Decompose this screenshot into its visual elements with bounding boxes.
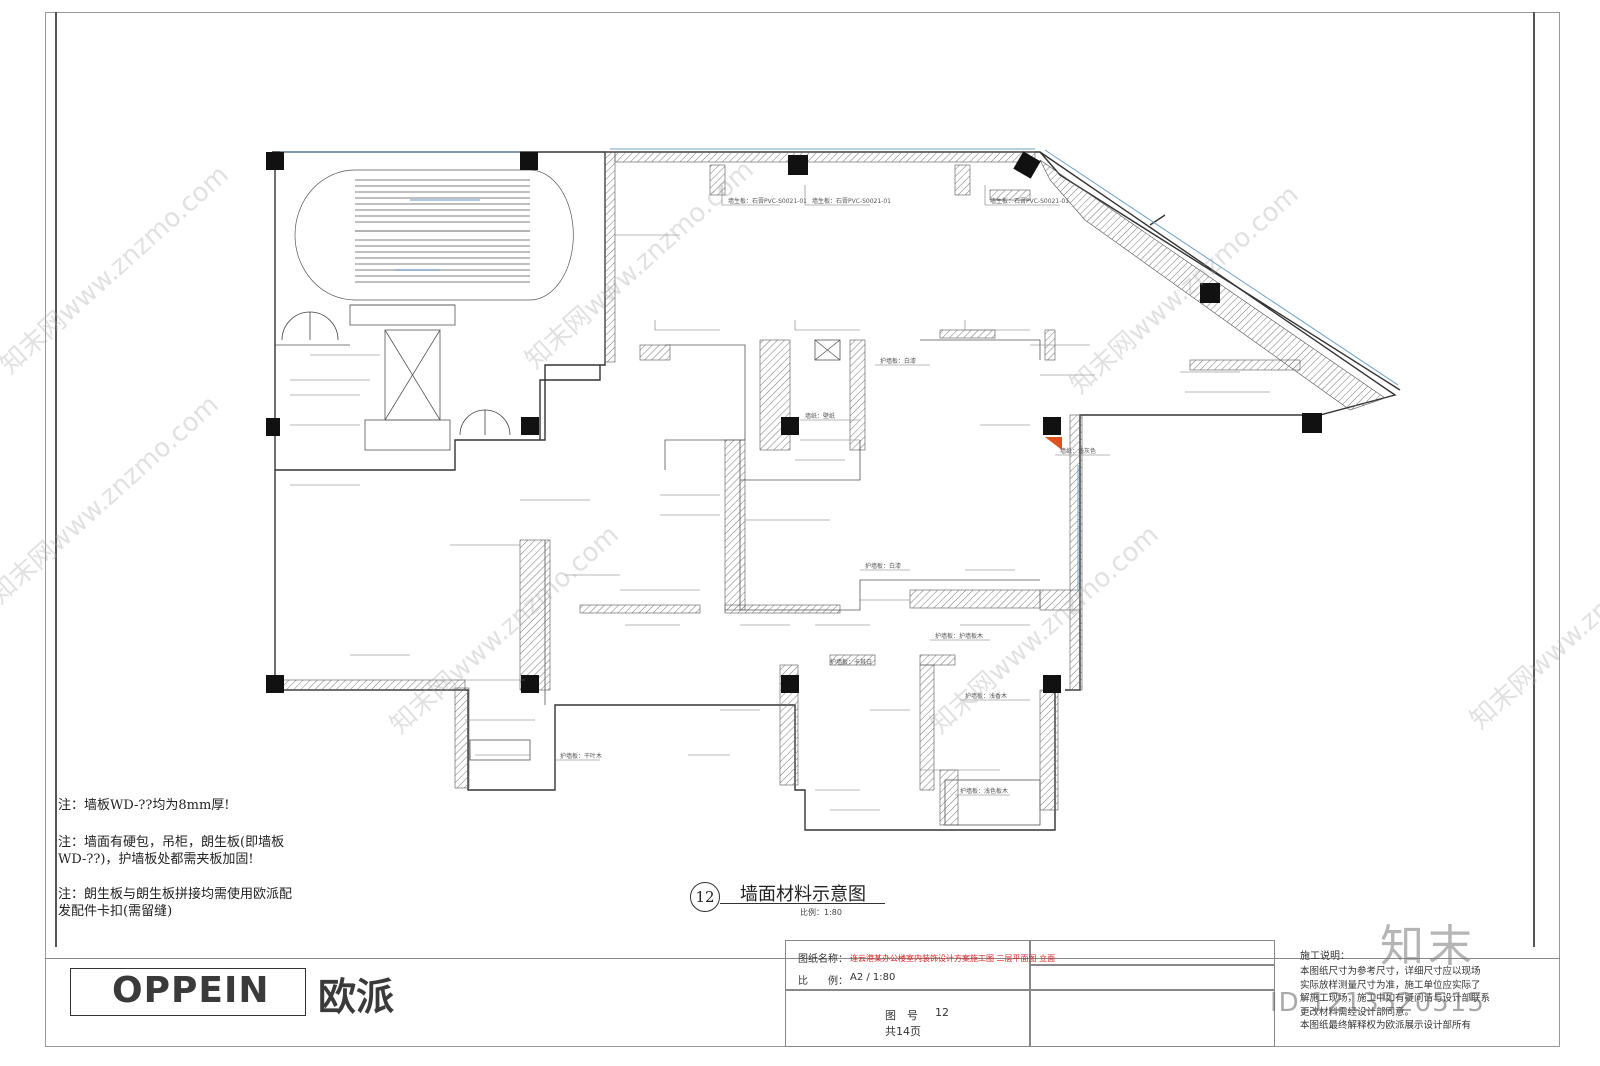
plan-label-3: 墙生板：石膏PVC-S0021-01 — [990, 197, 1069, 205]
drawing-number-circle: 12 — [690, 882, 720, 912]
annotation-texts: 墙生板：石膏PVC-S0021-01 墙生板：石膏PVC-S0021-01 墙生… — [560, 197, 1096, 795]
plan-label-12: 墙纸：浅灰色 — [1060, 447, 1096, 455]
plan-label-6: 护墙板：卡其白 — [830, 658, 872, 666]
watermark-url-7: 知末网www.znzmo.com — [1465, 515, 1600, 735]
plan-label-9: 护墙板：干叶木 — [560, 752, 602, 760]
drawing-scale: 比例：1:80 — [800, 908, 842, 917]
plan-label-11: 墙纸：壁纸 — [805, 412, 835, 420]
sheet-value: 12 — [935, 1006, 949, 1019]
title-bar — [45, 958, 1560, 1047]
structural-columns — [266, 151, 1322, 693]
note-5: 发配件卡扣(需留缝) — [58, 904, 173, 919]
oppein-logo: OPPEIN — [112, 970, 270, 1011]
watermark-url-4: 知末网www.znzmo.com — [0, 390, 225, 610]
doors — [281, 311, 511, 436]
title-underline — [720, 903, 885, 904]
scale-label: 比 例： — [798, 976, 848, 987]
spec-line: 更改材料需经设计部同意。 — [1300, 1006, 1415, 1018]
spec-line: 解施工现场，施工中如有疑问请与设计部联系 — [1300, 993, 1491, 1004]
plan-label-5: 护墙板：白漆 — [865, 562, 901, 570]
plan-label-8: 护墙板：浅香木 — [965, 692, 1007, 700]
name-label: 图纸名称： — [798, 954, 848, 965]
glazing — [280, 148, 1399, 590]
plan-label-4: 护墙板：白漆 — [880, 357, 916, 365]
brand-watermark: 知末 — [1380, 921, 1476, 972]
name-cell — [785, 940, 1030, 990]
name-value: 连云港某办公楼室内装饰设计方案施工图 二层平面图 立面 — [850, 954, 1056, 963]
watermark-group: 知末网www.znzmo.com 知末网www.znzmo.com 知末网www… — [0, 155, 1600, 740]
spec-title: 施工说明： — [1300, 951, 1350, 962]
note-1: 注：墙板WD-??均为8mm厚! — [58, 798, 230, 813]
plan-label-10: 护墙板：浅色板木 — [960, 787, 1008, 795]
oppein-logo-cn: 欧派 — [318, 974, 395, 1019]
leader-lines — [290, 185, 1270, 811]
plan-label-1: 墙生板：石膏PVC-S0021-01 — [728, 197, 807, 205]
plan-label-2: 墙生板：石膏PVC-S0021-01 — [812, 197, 891, 205]
spec-line: 本图纸最终解释权为欧派展示设计部所有 — [1300, 1020, 1472, 1031]
watermark-url-1: 知末网www.znzmo.com — [0, 160, 235, 380]
note-4: 注：朗生板与朗生板拼接均需使用欧派配 — [58, 887, 293, 902]
note-2: 注：墙面有硬包，吊柜，朗生板(即墙板 — [58, 835, 285, 850]
drawing-inner-frame — [55, 12, 1535, 947]
plan-label-7: 护墙板：护墙板木 — [935, 632, 983, 640]
watermark-url-2: 知末网www.znzmo.com — [520, 155, 760, 375]
sheet-cell — [785, 990, 1030, 1047]
sheet-label: 图 号 — [885, 1009, 918, 1022]
scale-value: A2 / 1:80 — [850, 972, 896, 983]
spec-line: 本图纸尺寸为参考尺寸，详细尺寸应以现场 — [1300, 966, 1481, 977]
spec-line: 实际放样测量尺寸为准，施工单位应实际了 — [1300, 979, 1481, 991]
note-3: WD-??)，护墙板处都需夹板加固! — [58, 852, 254, 867]
blank-cell-1 — [1030, 940, 1275, 965]
total-pages: 共14页 — [885, 1025, 921, 1038]
spec-text: 本图纸尺寸为参考尺寸，详细尺寸应以现场 实际放样测量尺寸为准，施工单位应实际了 … — [1300, 965, 1530, 1033]
staircase — [294, 169, 574, 301]
blank-cell-2 — [1030, 965, 1275, 990]
id-watermark: ID:1213520515 — [1270, 988, 1485, 1018]
partitions — [275, 304, 1041, 826]
logo-box — [70, 968, 306, 1016]
watermark-url-5: 知末网www.znzmo.com — [385, 520, 625, 740]
blank-cell-3 — [1030, 990, 1275, 1047]
drawing-title: 墙面材料示意图 — [740, 884, 866, 905]
red-marker-icon — [1045, 437, 1062, 450]
